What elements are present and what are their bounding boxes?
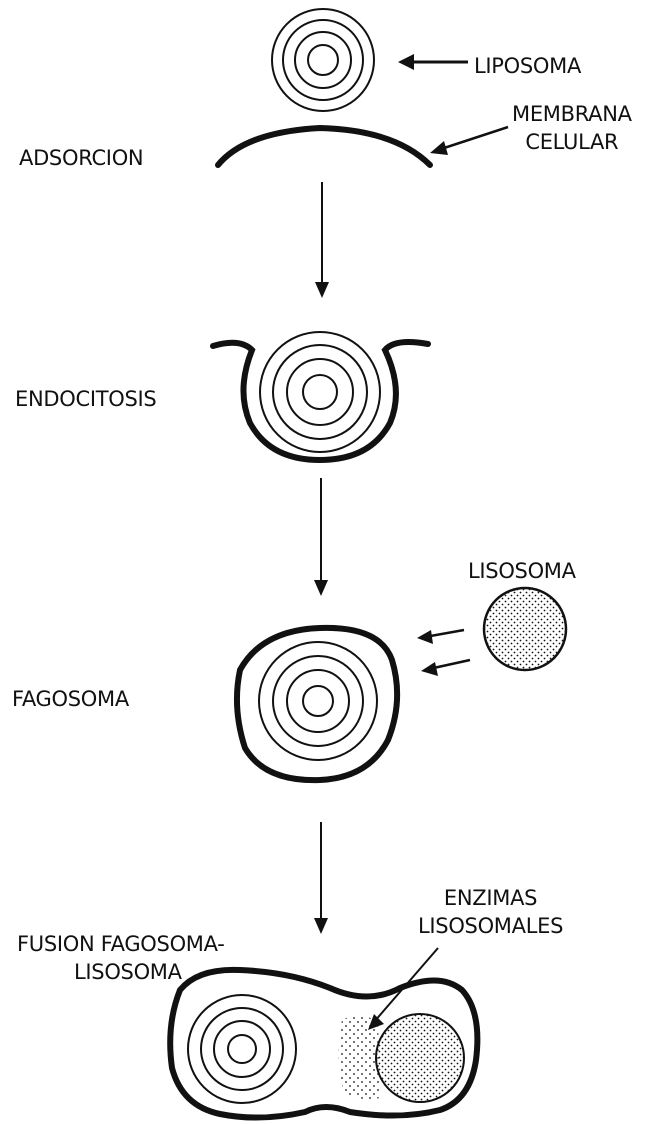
lysosome-fused <box>376 1014 464 1102</box>
lysosome-approach-arrowhead-2 <box>421 662 438 676</box>
label-membrana-line1: MEMBRANA <box>512 100 632 128</box>
liposome-endocytosis <box>260 332 380 452</box>
label-enzimas-line2: LISOSOMALES <box>418 912 563 940</box>
membrana-pointer-arrow <box>438 127 508 150</box>
flow-arrowhead-2 <box>314 580 328 596</box>
label-fagosoma: FAGOSOMA <box>12 685 129 713</box>
label-membrana-line2: CELULAR <box>512 128 632 156</box>
label-fusion-fagosoma-lisosoma: FUSION FAGOSOMA- LISOSOMA <box>17 930 225 986</box>
phagosome-membrane <box>237 628 397 780</box>
label-fusion-line2: LISOSOMA <box>17 958 225 986</box>
label-enzimas-line1: ENZIMAS <box>418 884 563 912</box>
label-endocitosis: ENDOCITOSIS <box>15 385 156 413</box>
label-liposoma: LIPOSOMA <box>474 52 581 80</box>
cell-membrane-curve <box>218 128 430 165</box>
flow-arrowhead-1 <box>315 282 329 298</box>
liposome-phagosome <box>259 642 377 760</box>
lysosome-approach-arrowhead-1 <box>417 630 433 644</box>
label-lisosoma: LISOSOMA <box>468 557 576 585</box>
lysosomal-enzyme-spread <box>338 1015 380 1099</box>
label-membrana-celular: MEMBRANA CELULAR <box>512 100 632 156</box>
flow-arrowhead-3 <box>314 918 328 934</box>
label-fusion-line1: FUSION FAGOSOMA- <box>17 930 225 958</box>
enzimas-pointer-arrow <box>374 948 438 1022</box>
lysosome <box>484 588 566 670</box>
label-enzimas-lisosomales: ENZIMAS LISOSOMALES <box>418 884 563 940</box>
liposoma-pointer-arrowhead <box>398 54 414 70</box>
liposome-fused <box>188 995 296 1103</box>
liposome-top <box>272 9 374 111</box>
label-adsorcion: ADSORCION <box>19 144 143 172</box>
membrana-pointer-arrowhead <box>430 141 448 155</box>
